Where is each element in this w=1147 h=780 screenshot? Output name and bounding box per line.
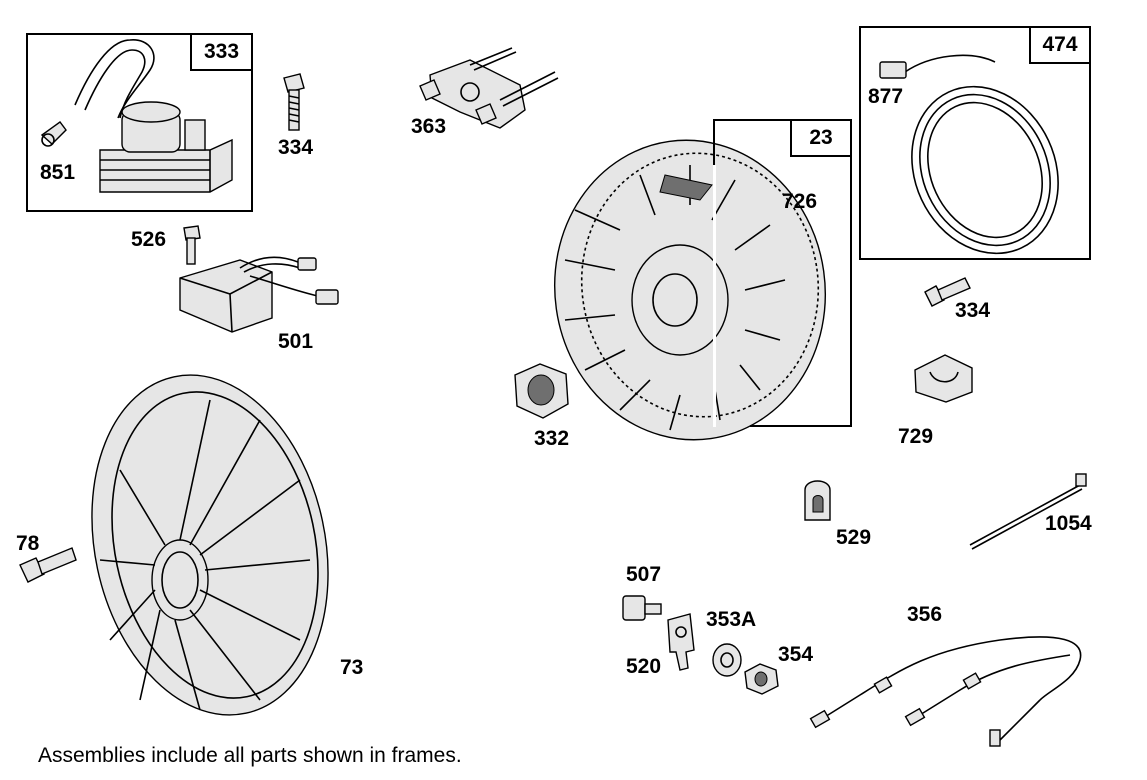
assembly-note: Assemblies include all parts shown in fr… [38, 744, 462, 767]
part-label-334-right: 334 [955, 299, 991, 322]
part-label-356: 356 [907, 603, 943, 626]
part-label-726: 726 [782, 190, 818, 213]
screw-334-right-drawing [924, 277, 971, 307]
clip-729-drawing [914, 354, 973, 403]
grommet-529-drawing [804, 480, 831, 521]
flywheel-726-drawing [553, 139, 827, 441]
terminal-507-drawing [622, 595, 662, 621]
screw-78-drawing [19, 547, 77, 583]
part-label-729: 729 [898, 425, 934, 448]
screw-526-drawing [183, 225, 201, 265]
part-label-73: 73 [340, 656, 364, 679]
part-label-353A: 353A [706, 608, 757, 631]
part-label-363: 363 [411, 115, 447, 138]
frame-333 [26, 33, 253, 212]
rectifier-501-drawing [179, 256, 339, 333]
part-label-332: 332 [534, 427, 570, 450]
cable-tie-1054-drawing [969, 473, 1087, 550]
frame-label-23: 23 [790, 119, 852, 157]
frame-23 [713, 119, 852, 427]
frame-label-333: 333 [190, 33, 253, 71]
part-label-354: 354 [778, 643, 814, 666]
bracket-363-drawing [419, 47, 559, 129]
ignition-coil-drawing [40, 39, 233, 193]
part-label-1054: 1054 [1045, 512, 1092, 535]
stator-474-drawing [879, 54, 1059, 255]
part-label-877: 877 [868, 85, 904, 108]
nut-332-drawing [514, 363, 569, 419]
part-label-529: 529 [836, 526, 872, 549]
frame-474 [859, 26, 1091, 260]
harness-356-drawing [809, 636, 1082, 747]
part-label-526: 526 [131, 228, 167, 251]
part-label-520: 520 [626, 655, 662, 678]
part-label-334-upper: 334 [278, 136, 314, 159]
part-label-78: 78 [16, 532, 40, 555]
washer-353A-drawing [712, 643, 742, 677]
part-label-851: 851 [40, 161, 76, 184]
bracket-520-drawing [667, 613, 695, 671]
frame-label-474: 474 [1029, 26, 1091, 64]
screw-334-left-drawing [283, 73, 305, 131]
part-label-507: 507 [626, 563, 662, 586]
nut-354-drawing [744, 663, 779, 695]
frame-23-bottom [750, 425, 852, 427]
part-label-501: 501 [278, 330, 314, 353]
frame-23-left-cover [713, 165, 716, 427]
blower-housing-73-drawing [91, 374, 329, 716]
